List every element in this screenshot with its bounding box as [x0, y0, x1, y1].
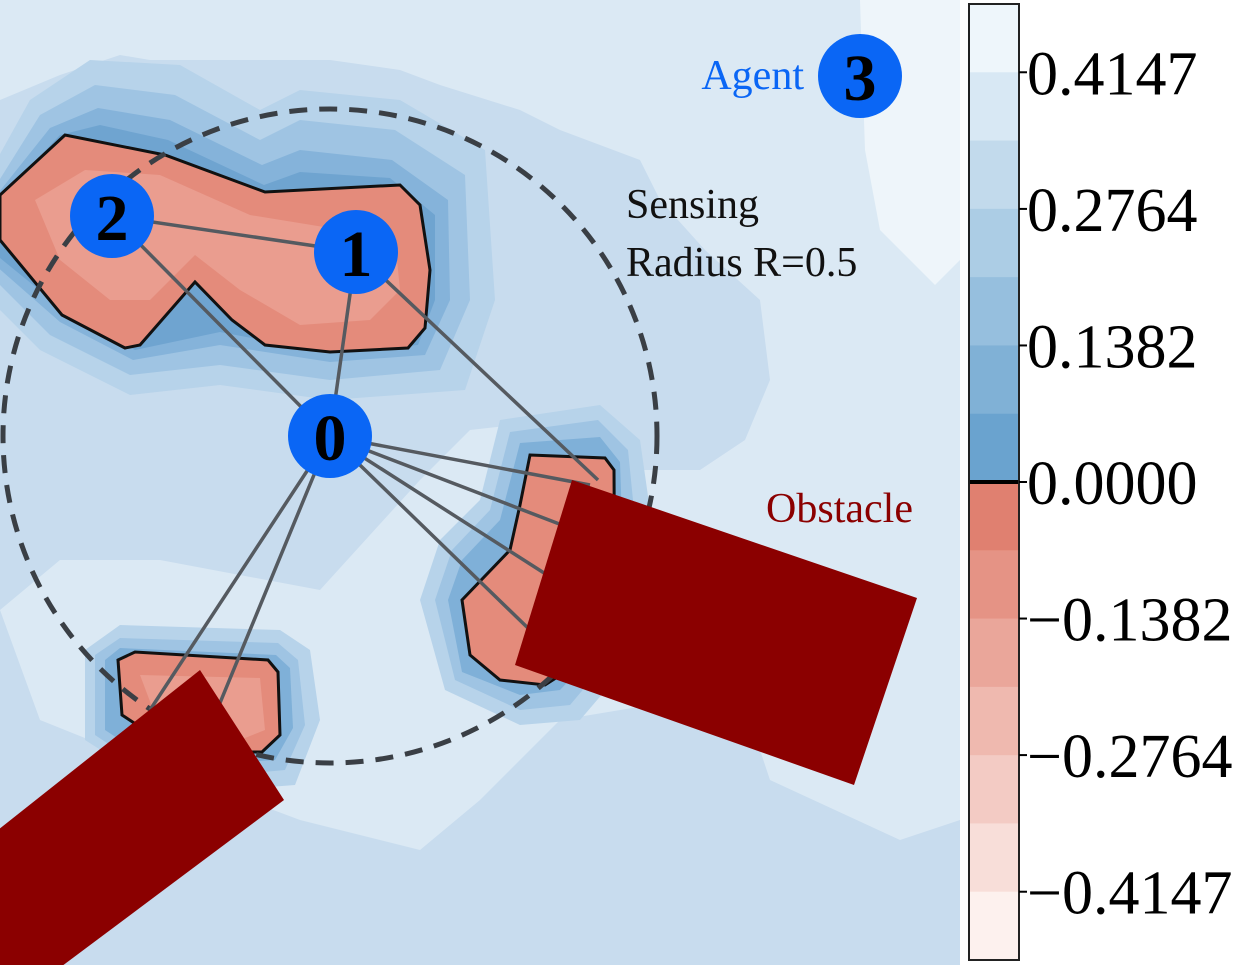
colorbar-tick-label: 0.2764	[1027, 177, 1198, 245]
colorbar-tick-label: 0.1382	[1027, 313, 1198, 381]
colorbar-ticks: 0.4147 0.2764 0.1382 0.0000 −0.1382 −0.2764 −0…	[1019, 40, 1232, 928]
agent-legend-text: Agent	[701, 53, 804, 99]
colorbar-band	[969, 482, 1019, 551]
colorbar-band	[969, 413, 1019, 483]
colorbar-tick-label: −0.4147	[1027, 860, 1232, 928]
sensing-label-line2: Radius R=0.5	[626, 240, 857, 286]
link-0-ray-5	[148, 435, 332, 711]
colorbar-bands	[969, 4, 1019, 961]
link-0-ray-3	[329, 434, 556, 582]
obstacle-bottom-left	[0, 670, 284, 965]
agent-3-label: 3	[844, 42, 877, 115]
link-2-0	[110, 214, 332, 438]
agent-0-label: 0	[314, 402, 347, 475]
colorbar-band	[969, 755, 1019, 824]
obstacle-label: Obstacle	[766, 486, 913, 532]
sensing-radius-circle	[0, 106, 660, 766]
obstacle-right	[515, 480, 917, 785]
colorbar-band	[969, 618, 1019, 688]
agent-1: 1	[314, 210, 398, 294]
colorbar-band	[969, 140, 1019, 210]
agent-1-label: 1	[340, 218, 373, 291]
colorbar-band	[969, 4, 1019, 73]
colorbar-band	[969, 686, 1019, 756]
agent-2: 2	[70, 174, 154, 258]
agent-2-label: 2	[96, 182, 129, 255]
colorbar-tick-label: −0.2764	[1027, 723, 1232, 791]
colorbar-band	[969, 277, 1019, 346]
colorbar-band	[969, 891, 1019, 961]
colorbar-band	[969, 72, 1019, 142]
agent-0: 0	[288, 394, 372, 478]
colorbar-band	[969, 550, 1019, 620]
colorbar-tick-label: 0.0000	[1027, 450, 1198, 518]
agent-legend: Agent 3	[701, 34, 902, 118]
link-0-ray-1	[329, 434, 591, 487]
agent-0-marker	[288, 394, 372, 478]
colorbar-band	[969, 345, 1019, 415]
link-0-ray-4	[328, 434, 532, 632]
agent-3-marker	[818, 34, 902, 118]
sensing-label-line1: Sensing	[626, 182, 759, 228]
agent-1-marker	[314, 210, 398, 294]
colorbar-band	[969, 208, 1019, 278]
link-0-ray-2	[329, 434, 576, 532]
colorbar-tick-label: −0.1382	[1027, 587, 1232, 655]
colorbar-tick-label: 0.4147	[1027, 40, 1198, 108]
colorbar-band	[969, 823, 1019, 893]
link-0-ray-6	[213, 435, 332, 716]
link-1-obstacle	[354, 250, 600, 482]
plot-area: 0 1 2 Agent 3 Sensing Radius R=0.5 Obsta…	[0, 0, 960, 965]
agent-2-marker	[70, 174, 154, 258]
colorbar: 0.4147 0.2764 0.1382 0.0000 −0.1382 −0.2764 −0…	[968, 3, 1232, 961]
